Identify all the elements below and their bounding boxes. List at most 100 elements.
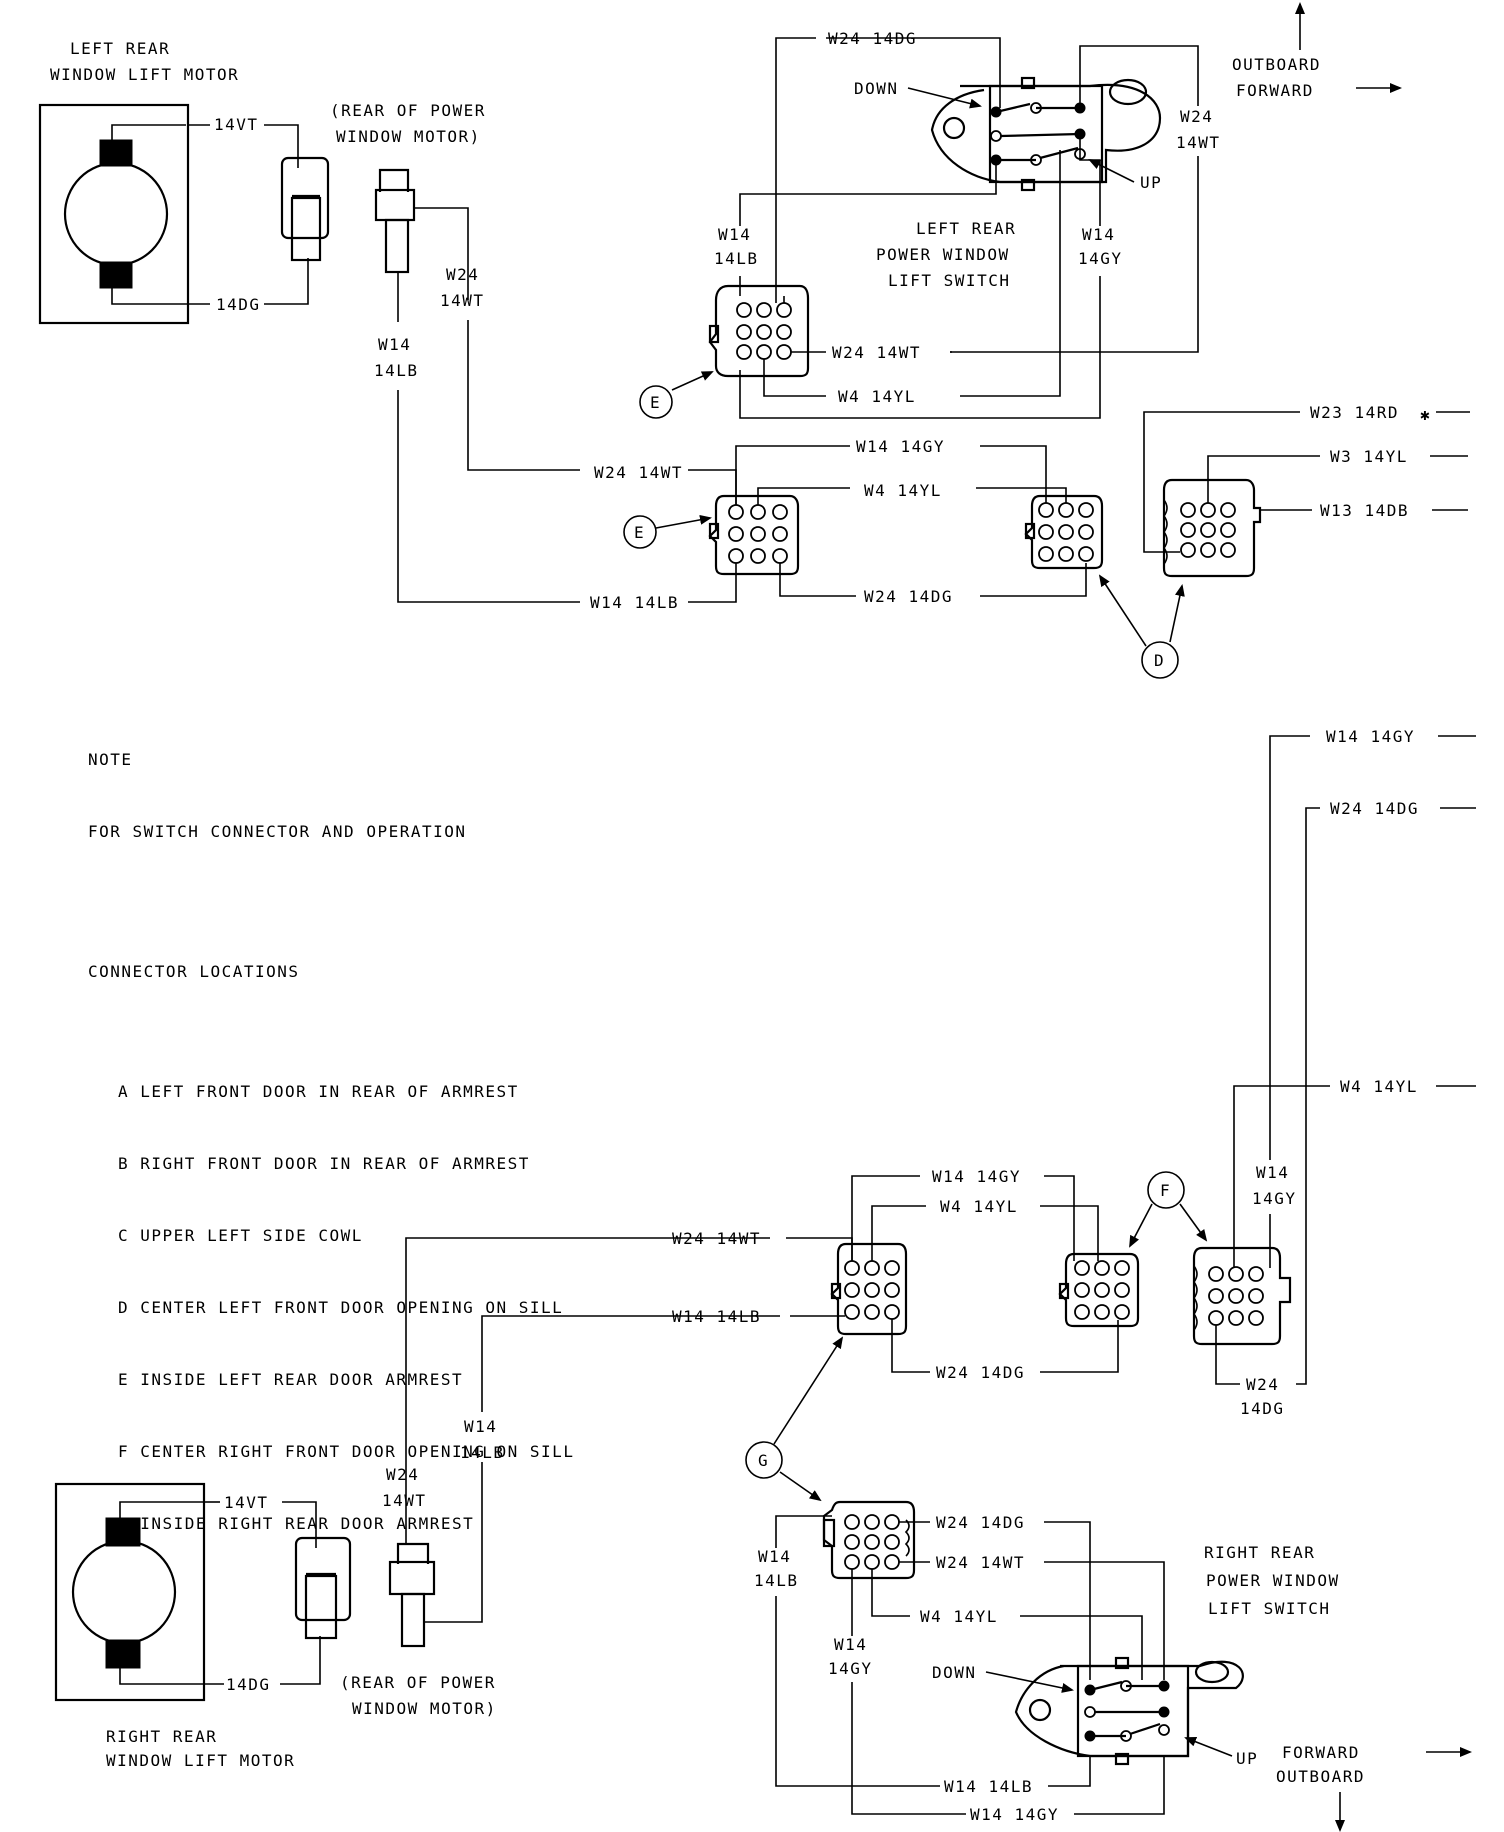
wire-label: W24 (386, 1465, 419, 1484)
right-motor-title-2: WINDOW LIFT MOTOR (106, 1751, 295, 1770)
connector-tag-e-upper: E (639, 371, 714, 419)
tag-letter: G (758, 1451, 769, 1470)
location-item: D CENTER LEFT FRONT DOOR OPENING ON SILL (118, 1298, 564, 1317)
wire-label: 14LB (754, 1571, 799, 1590)
connector-f-left (1058, 1252, 1140, 1328)
right-rear-switch (1014, 1656, 1244, 1766)
down-label: DOWN (854, 79, 899, 98)
wire-label: W13 14DB (1320, 501, 1409, 520)
wire-label: W14 (718, 225, 751, 244)
wire-label: 14GY (1078, 249, 1123, 268)
wire-label: W14 (378, 335, 411, 354)
connector-d-left (1024, 494, 1104, 570)
forward-label-b: FORWARD (1282, 1743, 1360, 1762)
switch-b-name-2: POWER WINDOW (1206, 1571, 1340, 1590)
wire-label: W24 14DG (1330, 799, 1419, 818)
wire-label: W24 14DG (936, 1513, 1025, 1532)
wire-label: W24 14WT (594, 463, 683, 482)
wire-label: W14 14GY (970, 1805, 1059, 1824)
wire-label: 14LB (714, 249, 759, 268)
left-motor-pigtail: 14VT 14DG (188, 115, 330, 314)
note-line: FOR SWITCH CONNECTOR AND OPERATION (88, 822, 467, 841)
down-label-b: DOWN (932, 1663, 977, 1682)
wire-label: W24 14DG (828, 29, 917, 48)
wire-label: 14WT (440, 291, 485, 310)
orientation-bottom: FORWARD OUTBOARD (1276, 1743, 1472, 1832)
wire-label: W14 (464, 1417, 497, 1436)
connector-d-right (1162, 478, 1262, 578)
wire-label: W4 14YL (920, 1607, 998, 1626)
wire-label: W24 14WT (936, 1553, 1025, 1572)
switch-name-1: LEFT REAR (916, 219, 1016, 238)
wire-label: W14 14GY (1326, 727, 1415, 746)
connector-e-upper (708, 284, 810, 378)
wire-label: W23 14RD (1310, 403, 1399, 422)
wire-star: ✱ (1420, 405, 1431, 424)
left-motor-title-1: LEFT REAR (70, 39, 170, 58)
wire-label: W24 (1180, 107, 1213, 126)
location-item: F CENTER RIGHT FRONT DOOR OPENING ON SIL… (118, 1442, 575, 1461)
right-motor-title-1: RIGHT REAR (106, 1727, 217, 1746)
wire-label: W24 (446, 265, 479, 284)
wire-label: W14 (1082, 225, 1115, 244)
wire-label: W4 14YL (838, 387, 916, 406)
wire-label: W4 14YL (940, 1197, 1018, 1216)
wire-label: 14DG (216, 295, 261, 314)
forward-label: FORWARD (1236, 81, 1314, 100)
wire-label: W14 14LB (590, 593, 679, 612)
note-block: NOTE FOR SWITCH CONNECTOR AND OPERATION … (88, 700, 574, 1608)
wire-label: W3 14YL (1330, 447, 1408, 466)
left-rear-switch (930, 76, 1162, 192)
switch-name-3: LIFT SWITCH (888, 271, 1010, 290)
wire-label: 14GY (828, 1659, 873, 1678)
tag-letter: E (650, 393, 661, 412)
wire-label: W24 14WT (672, 1229, 761, 1248)
wire-label: W14 14GY (856, 437, 945, 456)
note-title: NOTE (88, 750, 133, 769)
wire-label: W24 14WT (832, 343, 921, 362)
wire-label: W24 14DG (864, 587, 953, 606)
wire-label: W14 (1256, 1163, 1289, 1182)
tag-letter: E (634, 523, 645, 542)
locations-title: CONNECTOR LOCATIONS (88, 962, 300, 981)
wire-label: W4 14YL (864, 481, 942, 500)
rear-of-motor-label-2: WINDOW MOTOR) (336, 127, 481, 146)
location-item: B RIGHT FRONT DOOR IN REAR OF ARMREST (118, 1154, 530, 1173)
outboard-label: OUTBOARD (1232, 55, 1321, 74)
wire-label: W4 14YL (1340, 1077, 1418, 1096)
switch-name-2: POWER WINDOW (876, 245, 1010, 264)
location-item: G INSIDE RIGHT REAR DOOR ARMREST (118, 1514, 475, 1533)
right-rear-motor (54, 1482, 224, 1702)
up-label-b: UP (1236, 1749, 1258, 1768)
connector-g-switch (822, 1500, 916, 1580)
wire-label: W14 (758, 1547, 791, 1566)
wire-label: 14DG (226, 1675, 271, 1694)
wire-label: 14LB (460, 1443, 505, 1462)
switch-b-name-3: LIFT SWITCH (1208, 1599, 1330, 1618)
rear-of-motor-label-1: (REAR OF POWER (330, 101, 486, 120)
connector-tag-g: G (745, 1336, 844, 1502)
wire-label: W24 (1246, 1375, 1279, 1394)
connector-e-lower (708, 494, 800, 576)
location-item: A LEFT FRONT DOOR IN REAR OF ARMREST (118, 1082, 519, 1101)
wire-label: 14WT (382, 1491, 427, 1510)
wire-label: W14 14GY (932, 1167, 1021, 1186)
wire-label: W14 (834, 1635, 867, 1654)
connector-g-middle (830, 1242, 908, 1336)
rear-of-motor-b-2: WINDOW MOTOR) (352, 1699, 497, 1718)
wire-label: 14VT (214, 115, 259, 134)
connector-f-right (1192, 1246, 1292, 1346)
left-motor-title-2: WINDOW LIFT MOTOR (50, 65, 239, 84)
wire-label: 14LB (374, 361, 419, 380)
wire-label: W14 14LB (944, 1777, 1033, 1796)
wire-label: 14VT (224, 1493, 269, 1512)
wire-label: 14DG (1240, 1399, 1285, 1418)
wire-label: W24 14DG (936, 1363, 1025, 1382)
left-rear-motor (38, 103, 210, 325)
outboard-label-b: OUTBOARD (1276, 1767, 1365, 1786)
location-item: E INSIDE LEFT REAR DOOR ARMREST (118, 1370, 464, 1389)
wire-label: 14GY (1252, 1189, 1297, 1208)
connector-tag-d: D (1098, 574, 1185, 679)
up-label: UP (1140, 173, 1162, 192)
